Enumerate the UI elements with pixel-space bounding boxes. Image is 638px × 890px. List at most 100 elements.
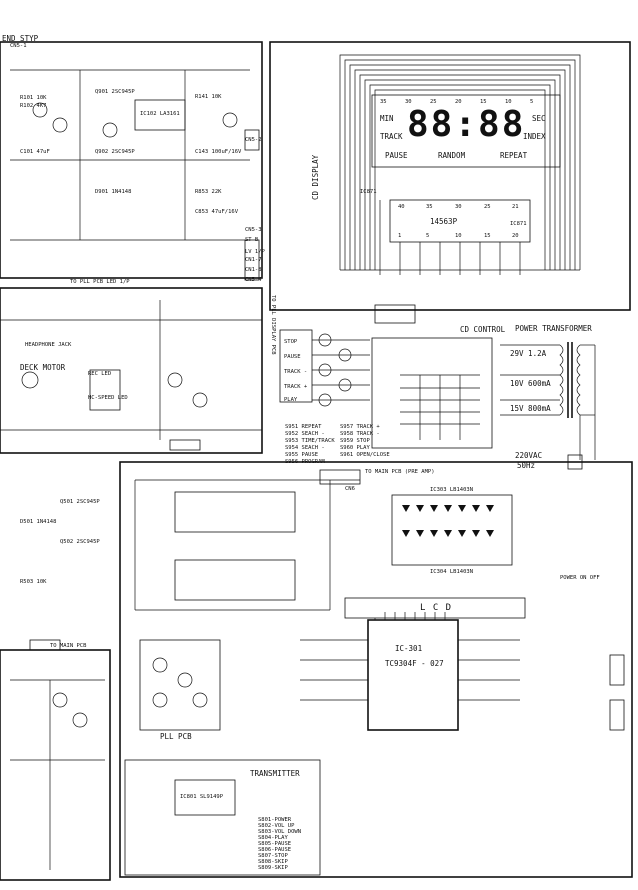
led-driver-top: IC303 LB1403N: [430, 487, 474, 493]
part-label: C853 47uF/16V: [195, 209, 239, 215]
pin-number: 15: [484, 233, 491, 239]
key-legend-item: S955 PAUSE: [285, 452, 319, 458]
preamp-lines: [134, 479, 360, 611]
key-legend-item: S960 PLAY: [340, 445, 370, 451]
scale-tick: 15: [480, 99, 487, 105]
pll-transistors: [152, 657, 208, 708]
part-label: Q902 2SC945P: [95, 149, 135, 155]
ic301-part: TC9304F - 027: [385, 659, 444, 668]
key-legend-item: S953 TIME/TRACK: [285, 438, 335, 444]
connector-label: CN1-7: [245, 257, 262, 263]
ic301-name: IC-301: [395, 644, 423, 653]
hc-speed-label: HC-SPEED LED: [88, 395, 128, 401]
connector-label: CN5-4: [245, 277, 262, 283]
part-label: R853 22K: [195, 189, 222, 195]
led-driver-block: [391, 494, 513, 566]
key-legend-item: S807-STOP: [258, 853, 288, 859]
pll-pcb-label: PLL PCB: [160, 732, 192, 741]
min-label: MIN: [380, 114, 394, 123]
repeat-label: REPEAT: [500, 151, 528, 160]
part-label: D501 1N4148: [20, 519, 57, 525]
led-array: [402, 505, 494, 537]
cd-control-board: [371, 337, 493, 449]
scale-tick: 10: [505, 99, 512, 105]
connector-label: ST B: [245, 237, 259, 243]
button-label: TRACK -: [284, 369, 308, 375]
key-legend-item: S803-VOL DOWN: [258, 829, 302, 835]
lcd-label: L C D: [420, 603, 453, 613]
key-legend-item: S802-VOL UP: [258, 823, 295, 829]
key-legend-item: S809-SKIP: [258, 865, 288, 871]
ic-upper-row: [174, 491, 296, 533]
part-label: Q501 2SC945P: [60, 499, 100, 505]
seven-segment-digits: 88:88: [407, 104, 526, 145]
connector-strips: [29, 129, 625, 731]
key-legend-item: S959 STOP: [340, 438, 370, 444]
pin-number: 5: [426, 233, 430, 239]
mains-voltage: 220VAC: [515, 451, 543, 460]
key-legend-item: S961 OPEN/CLOSE: [340, 452, 390, 458]
pll-block: [119, 461, 633, 878]
cd-display-block: [269, 41, 631, 311]
key-legend-item: S808-SKIP: [258, 859, 288, 865]
part-label: Q901 2SC945P: [95, 89, 135, 95]
lcd-bus: [300, 612, 520, 701]
tap-1: 29V 1.2A: [510, 349, 547, 358]
connector-label: LV 1/P: [245, 249, 265, 255]
tap-3: 15V 800mA: [510, 404, 551, 413]
ic-label: IC871: [360, 189, 377, 195]
pin-number: 10: [455, 233, 462, 239]
scale-tick: 20: [455, 99, 462, 105]
button-label: PLAY: [284, 397, 298, 403]
to-pll-label: TO PLL PCB LED 1/P: [70, 279, 130, 285]
deck-motor-label: DECK MOTOR: [20, 363, 66, 372]
tap-2: 10V 600mA: [510, 379, 551, 388]
ic-label: IC102 LA3161: [140, 111, 180, 117]
key-legend-item: S806-PAUSE: [258, 847, 292, 853]
cd-display-title: CD DISPLAY: [311, 154, 320, 200]
connector-label: CN6: [345, 486, 355, 492]
key-legend-item: S958 TRACK -: [340, 431, 380, 437]
transformer-symbol: [500, 342, 596, 470]
deck-lines: [0, 300, 262, 440]
deck-block: [0, 287, 263, 454]
track-label: TRACK: [380, 132, 403, 141]
mains-frequency: 50Hz: [517, 461, 536, 470]
part-label: C101 47uF: [20, 149, 50, 155]
header-title: END STYP: [2, 34, 39, 43]
part-label: R503 10K: [20, 579, 47, 585]
connector-label: CN5-2: [245, 137, 262, 143]
cd-transistors: [312, 333, 370, 407]
part-label: Q502 2SC945P: [60, 539, 100, 545]
part-label: D901 1N4148: [95, 189, 132, 195]
tape-preamp-lines: [10, 69, 250, 241]
pin-number: 40: [398, 204, 405, 210]
scale-tick: 25: [430, 99, 437, 105]
part-label: C143 100uF/16V: [195, 149, 242, 155]
scale-tick: 35: [380, 99, 387, 105]
part-label: R102 4K7: [20, 103, 47, 109]
key-legend-item: S952 SEACH -: [285, 431, 325, 437]
to-main-pcb-label: TO MAIN PCB: [50, 643, 87, 649]
cd-control-switches: [400, 374, 480, 440]
led-driver-bottom: IC304 LB1403N: [430, 569, 474, 575]
main-pcb-block: [0, 649, 111, 881]
connector-label: CN5-3: [245, 227, 262, 233]
ic-lower-row: [174, 559, 296, 601]
ic871-part: 14563P: [430, 217, 458, 226]
transmitter-label: TRANSMITTER: [250, 769, 300, 778]
pin-number: 25: [484, 204, 491, 210]
display-wires: [339, 54, 581, 275]
ic-label: IC801 SL9149P: [180, 794, 224, 800]
pin-number: 1: [398, 233, 402, 239]
rec-led-label: REC LED: [88, 371, 112, 377]
deck-motor-symbol: [21, 371, 39, 389]
ic301-body: [367, 619, 459, 731]
pin-number: 35: [426, 204, 433, 210]
connector-label: CN5-1: [10, 43, 27, 49]
button-label: PAUSE: [284, 354, 301, 360]
scale-tick: 30: [405, 99, 412, 105]
power-on-off-label: POWER ON OFF: [560, 575, 600, 581]
